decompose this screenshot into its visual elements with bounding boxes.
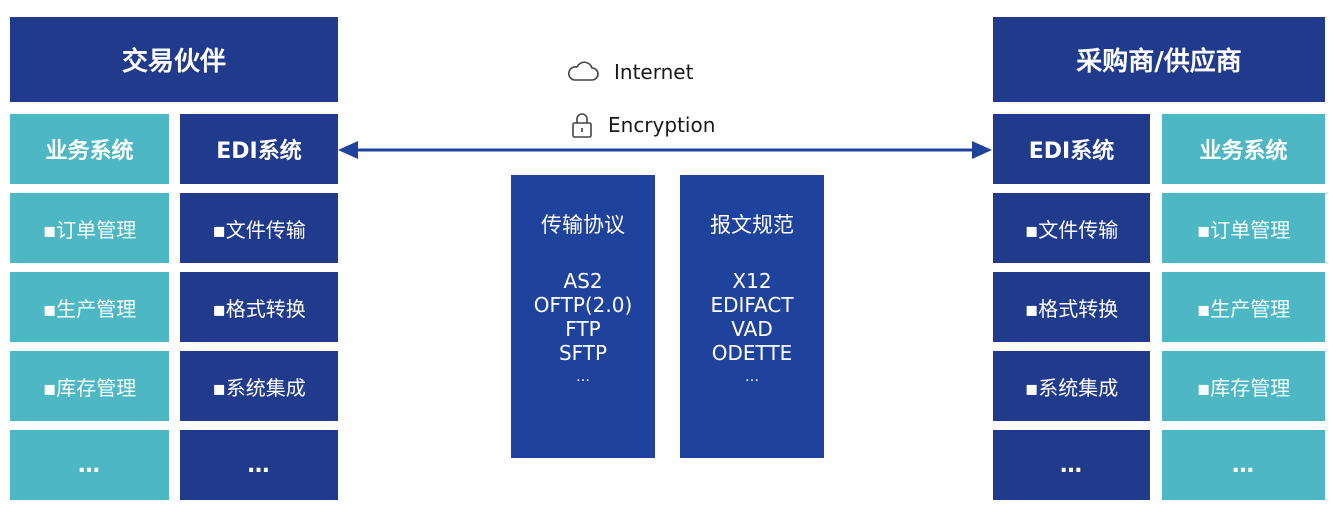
right-business-item-order: ▪订单管理 xyxy=(1162,193,1325,263)
right-buyer-supplier-title: 采购商/供应商 xyxy=(993,17,1325,102)
encryption-label: Encryption xyxy=(608,113,716,137)
protocol-item: FTP xyxy=(565,317,601,341)
left-business-item-order: ▪订单管理 xyxy=(10,193,169,263)
right-edi-item-more: … xyxy=(993,430,1150,500)
protocol-item: AS2 xyxy=(563,269,603,293)
lock-icon xyxy=(572,113,592,138)
internet-label: Internet xyxy=(614,60,694,84)
right-edi-item-format-conversion: ▪格式转换 xyxy=(993,272,1150,342)
cloud-icon xyxy=(568,61,599,81)
message-standards-panel: 报文规范 X12 EDIFACT VAD ODETTE … xyxy=(680,175,824,458)
left-edi-item-format-conversion: ▪格式转换 xyxy=(180,272,338,342)
left-business-item-inventory: ▪库存管理 xyxy=(10,351,169,421)
left-edi-system-header: EDI系统 xyxy=(180,114,338,184)
standard-item: VAD xyxy=(731,317,773,341)
protocol-item: SFTP xyxy=(558,341,608,365)
protocol-more: … xyxy=(576,369,590,385)
left-business-system-header: 业务系统 xyxy=(10,114,169,184)
standard-item: X12 xyxy=(732,269,772,293)
standard-item: ODETTE xyxy=(711,341,793,365)
left-business-item-more: … xyxy=(10,430,169,500)
standard-more: … xyxy=(745,369,759,385)
encryption-legend: Encryption xyxy=(570,111,715,139)
right-business-item-inventory: ▪库存管理 xyxy=(1162,351,1325,421)
left-edi-item-file-transfer: ▪文件传输 xyxy=(180,193,338,263)
message-standards-title: 报文规范 xyxy=(710,213,794,237)
transport-protocols-panel: 传输协议 AS2 OFTP(2.0) FTP SFTP … xyxy=(511,175,655,458)
transport-protocols-title: 传输协议 xyxy=(541,213,625,237)
protocol-item: OFTP(2.0) xyxy=(533,293,633,317)
right-edi-item-file-transfer: ▪文件传输 xyxy=(993,193,1150,263)
standard-item: EDIFACT xyxy=(710,293,794,317)
left-partner-title: 交易伙伴 xyxy=(10,17,338,102)
left-edi-item-more: … xyxy=(180,430,338,500)
right-business-item-production: ▪生产管理 xyxy=(1162,272,1325,342)
right-edi-system-header: EDI系统 xyxy=(993,114,1150,184)
internet-legend: Internet xyxy=(566,60,693,84)
right-business-system-header: 业务系统 xyxy=(1162,114,1325,184)
right-business-item-more: … xyxy=(1162,430,1325,500)
right-edi-item-system-integration: ▪系统集成 xyxy=(993,351,1150,421)
left-business-item-production: ▪生产管理 xyxy=(10,272,169,342)
left-edi-item-system-integration: ▪系统集成 xyxy=(180,351,338,421)
